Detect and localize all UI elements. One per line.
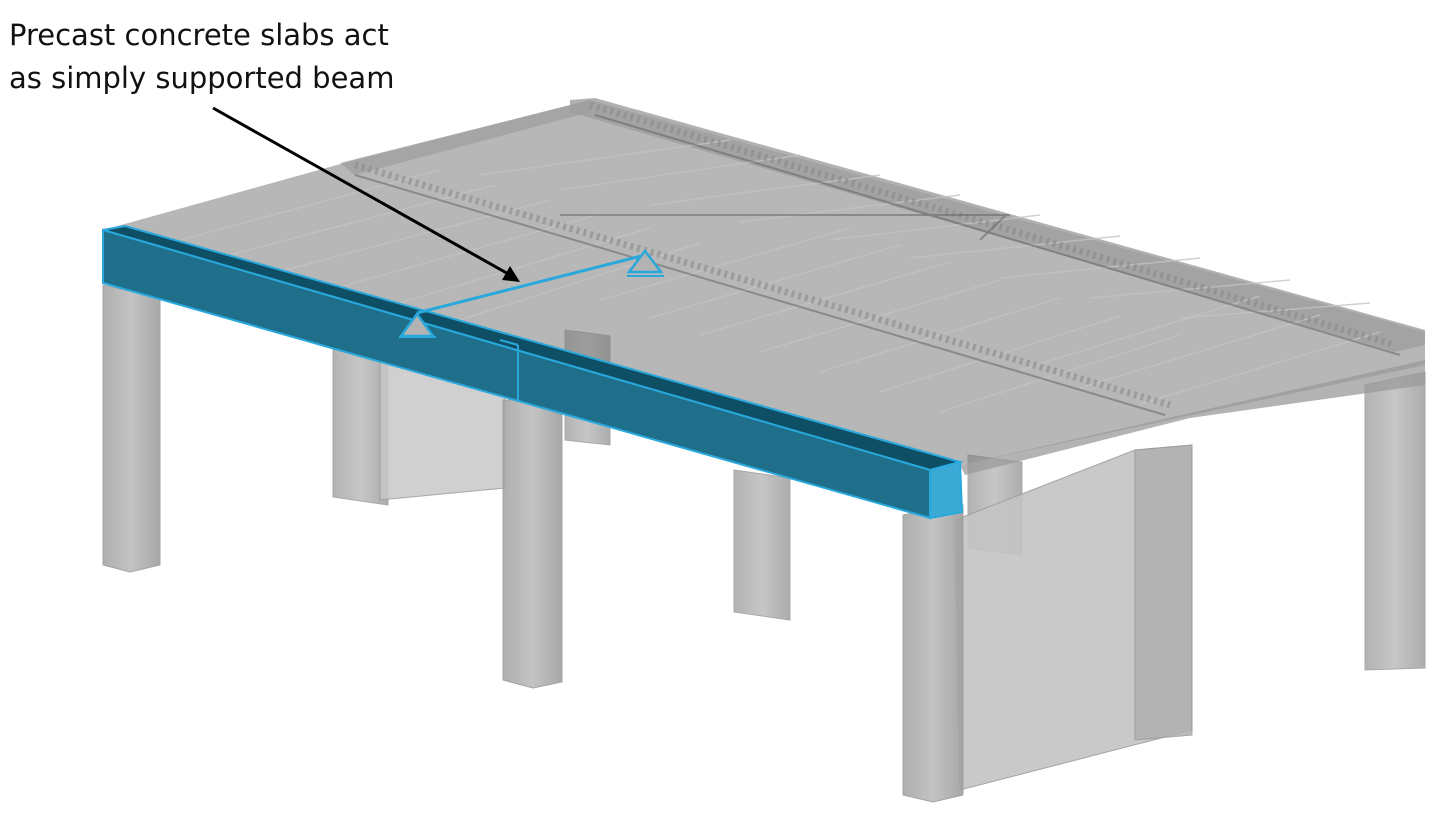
columns-front — [102, 284, 964, 803]
annotation-label: Precast concrete slabs act as simply sup… — [9, 14, 449, 100]
pin-support-icon — [398, 311, 436, 338]
highlighted-edge-beam — [102, 224, 964, 520]
annotation-line-2: as simply supported beam — [9, 61, 395, 95]
wall-panels — [379, 359, 1193, 791]
annotation-line-1: Precast concrete slabs act — [9, 18, 389, 52]
slab-deck — [103, 98, 1425, 515]
annotation-arrow — [212, 106, 520, 282]
simply-supported-beam-diagram — [416, 253, 646, 315]
pin-support-icon — [626, 248, 664, 277]
